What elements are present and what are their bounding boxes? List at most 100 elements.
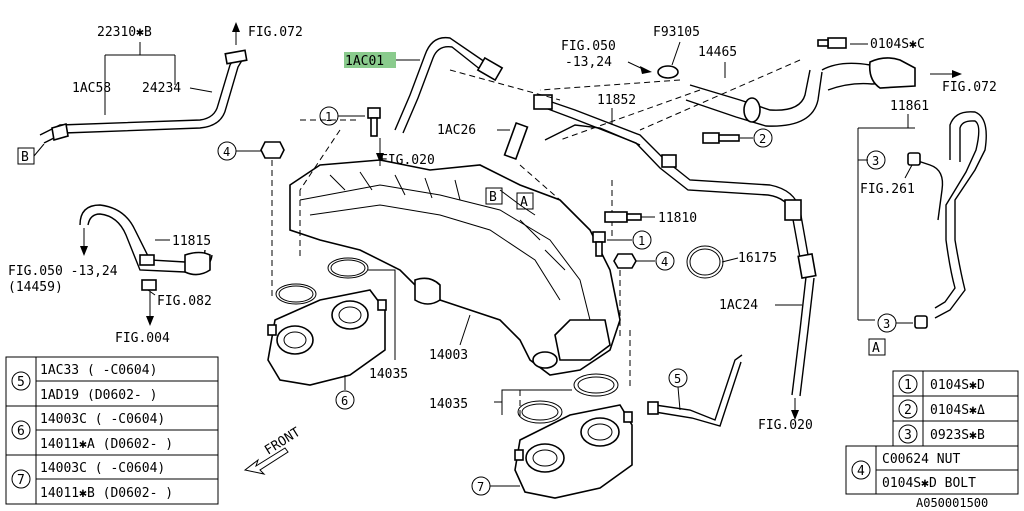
label-fig050-left[interactable]: FIG.050 -13,24 <box>8 264 118 279</box>
label-fig050-sub[interactable]: -13,24 <box>565 55 612 70</box>
label-a-mid[interactable]: A <box>520 195 528 210</box>
hose-11815[interactable] <box>79 204 213 291</box>
label-11852[interactable]: 11852 <box>597 93 636 108</box>
pipe-1ac26[interactable] <box>503 121 529 161</box>
label-22310[interactable]: 22310✱B <box>97 25 152 40</box>
hose-14465[interactable] <box>685 69 823 127</box>
label-24234[interactable]: 24234 <box>142 81 181 96</box>
leader-11861 <box>857 114 915 321</box>
label-b-left[interactable]: B <box>21 150 29 165</box>
sensor-11810[interactable] <box>604 211 642 223</box>
right-parts-table <box>845 370 1019 495</box>
num-1-a[interactable]: 1 <box>325 110 332 124</box>
left-table-7-row2[interactable]: 14011✱B (D0602- ) <box>40 486 173 501</box>
right-table-1-row1[interactable]: 0104S✱D <box>930 378 985 393</box>
bolt-2[interactable] <box>702 132 740 144</box>
label-fig004[interactable]: FIG.004 <box>115 331 170 346</box>
label-14465[interactable]: 14465 <box>698 45 737 60</box>
label-1ac58[interactable]: 1AC58 <box>72 81 111 96</box>
num-5[interactable]: 5 <box>674 372 681 386</box>
label-14035-b[interactable]: 14035 <box>429 397 468 412</box>
leader-14035-b <box>494 389 572 415</box>
label-1ac26[interactable]: 1AC26 <box>437 123 476 138</box>
left-table-6-row2[interactable]: 14011✱A (D0602- ) <box>40 437 173 452</box>
arrowhead <box>376 153 384 163</box>
label-fig261[interactable]: FIG.261 <box>860 182 915 197</box>
label-fig082[interactable]: FIG.082 <box>157 294 212 309</box>
num-2[interactable]: 2 <box>759 132 766 146</box>
label-fig072-top[interactable]: FIG.072 <box>248 25 303 40</box>
left-table-5-row1[interactable]: 1AC33 ( -C0604) <box>40 363 157 378</box>
label-16175[interactable]: 16175 <box>738 251 777 266</box>
hose-assembly-22310[interactable] <box>39 49 248 144</box>
label-14459[interactable]: (14459) <box>8 280 63 295</box>
leader-24234 <box>189 87 213 93</box>
leader-14035-a <box>368 269 396 360</box>
label-1ac01[interactable]: 1AC01 <box>345 54 384 69</box>
num-4-b[interactable]: 4 <box>661 255 668 269</box>
pipe-1ac24[interactable] <box>791 253 817 397</box>
intake-manifold-14003[interactable] <box>289 159 621 376</box>
label-fig020-bottom[interactable]: FIG.020 <box>758 418 813 433</box>
label-b-mid[interactable]: B <box>489 190 497 205</box>
ref-box-a-right <box>868 338 886 356</box>
num-4-a[interactable]: 4 <box>223 145 230 159</box>
bolt-1[interactable] <box>367 107 381 137</box>
label-front[interactable]: FRONT <box>262 425 303 459</box>
gasket-16175[interactable] <box>686 245 724 279</box>
hose-11861[interactable] <box>907 111 987 329</box>
leader <box>677 386 681 411</box>
injector-body-7[interactable] <box>514 404 633 499</box>
nut-4[interactable] <box>260 141 285 159</box>
dashed-guides <box>271 69 631 420</box>
leader <box>904 164 913 179</box>
num-6[interactable]: 6 <box>341 394 348 408</box>
num-7[interactable]: 7 <box>477 480 484 494</box>
left-table-6-row1[interactable]: 14003C ( -C0604) <box>40 412 165 427</box>
nut-4-b[interactable] <box>613 253 637 269</box>
clamp-f93105[interactable] <box>657 65 679 79</box>
bolt-0104sc[interactable] <box>817 37 847 49</box>
callout-circle-3-a <box>866 150 886 170</box>
left-table-5-row2[interactable]: 1AD19 (D0602- ) <box>40 388 157 403</box>
right-table-4-row1[interactable]: C00624 NUT <box>882 452 960 467</box>
gasket-14035-lower[interactable] <box>517 373 619 424</box>
left-table-7-row1[interactable]: 14003C ( -C0604) <box>40 461 165 476</box>
leader <box>459 314 471 346</box>
num-1-b[interactable]: 1 <box>638 234 645 248</box>
callout-circle-1-b <box>632 230 652 250</box>
label-fig072-right[interactable]: FIG.072 <box>942 80 997 95</box>
label-1ac24[interactable]: 1AC24 <box>719 298 758 313</box>
bolt-1-b[interactable] <box>592 231 606 257</box>
right-table-2-row1[interactable]: 0104S✱Δ <box>930 403 985 418</box>
label-fig050[interactable]: FIG.050 <box>561 39 616 54</box>
right-table-4-row2[interactable]: 0104S✱D BOLT <box>882 476 976 491</box>
injector-body-6[interactable] <box>267 289 387 386</box>
label-f93105[interactable]: F93105 <box>653 25 700 40</box>
label-0104sc[interactable]: 0104S✱C <box>870 37 925 52</box>
label-14035-a[interactable]: 14035 <box>369 367 408 382</box>
diagram-code: A050001500 <box>916 496 988 510</box>
dashed-guides-top <box>539 59 801 141</box>
label-14003[interactable]: 14003 <box>429 348 468 363</box>
left-parts-table <box>5 356 219 505</box>
hose-to-fig072[interactable] <box>821 57 916 91</box>
right-table-num-2: 2 <box>904 403 912 418</box>
right-table-3-row1[interactable]: 0923S✱B <box>930 428 985 443</box>
label-a-right[interactable]: A <box>872 341 880 356</box>
num-3-b[interactable]: 3 <box>883 317 890 331</box>
label-11861[interactable]: 11861 <box>890 99 929 114</box>
hose-1ac01[interactable] <box>394 36 504 134</box>
num-3-a[interactable]: 3 <box>872 154 879 168</box>
arrowhead <box>232 22 240 32</box>
callout-circle-4-b <box>655 251 675 271</box>
left-table-num-5: 5 <box>17 375 25 390</box>
gasket-14035-upper[interactable] <box>275 257 369 305</box>
pipe-11852[interactable] <box>533 94 809 259</box>
right-table-num-4: 4 <box>857 464 865 479</box>
pipe-5[interactable] <box>647 354 743 427</box>
label-11815[interactable]: 11815 <box>172 234 211 249</box>
arrowhead <box>791 410 799 420</box>
label-11810[interactable]: 11810 <box>658 211 697 226</box>
